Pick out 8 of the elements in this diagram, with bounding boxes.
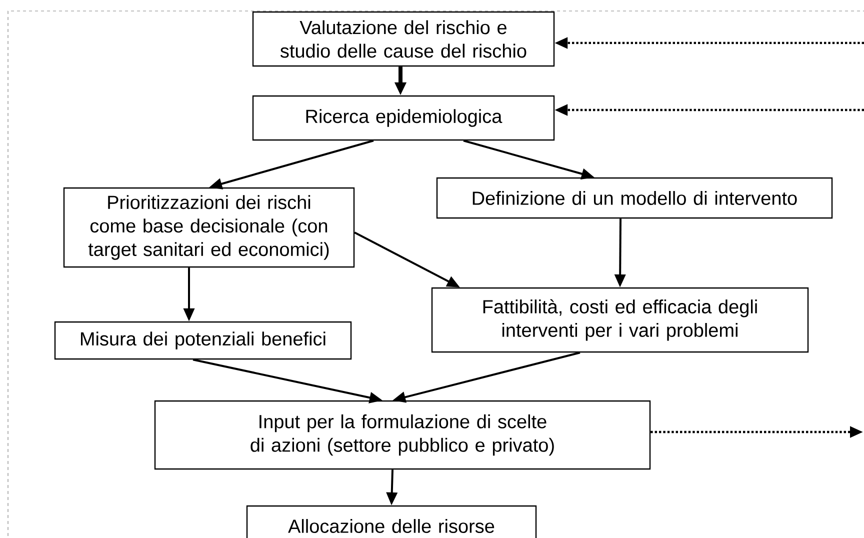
process-box: Input per la formulazione di scelte di azioni (settore pubblico e privato): [154, 400, 651, 470]
process-box: Allocazione delle risorse: [246, 505, 537, 538]
process-box: Fattibilità, costi ed efficacia degli interventi per i vari problemi: [431, 287, 809, 353]
process-box: Valutazione del rischio e studio delle cause del rischio: [252, 11, 555, 67]
process-box: Prioritizzazioni dei rischi come base decisionale (con target sanitari ed economici): [63, 187, 355, 268]
process-box: Misura dei potenziali benefici: [54, 321, 352, 360]
process-box: Definizione di un modello di intervento: [436, 177, 833, 219]
process-box: Ricerca epidemiologica: [252, 95, 555, 141]
